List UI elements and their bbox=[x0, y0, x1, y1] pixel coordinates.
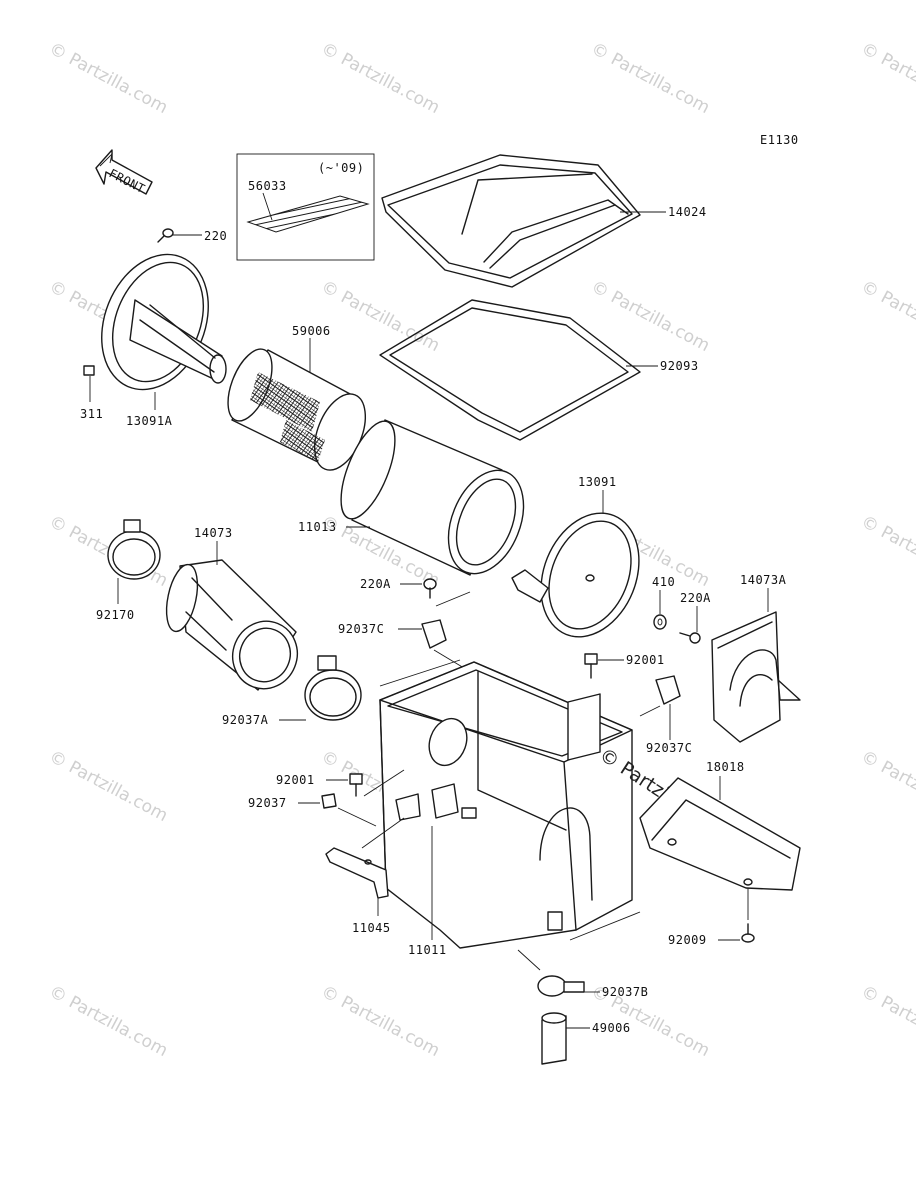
label-18018: 18018 bbox=[706, 760, 745, 774]
part-92037B-icon bbox=[517, 949, 600, 997]
part-311-icon bbox=[83, 365, 95, 402]
part-220-icon bbox=[157, 228, 202, 243]
label-220: 220 bbox=[204, 229, 227, 243]
part-11013-icon bbox=[340, 419, 525, 576]
watermark: © Partzilla.com bbox=[858, 982, 916, 1061]
label-13091A: 13091A bbox=[126, 414, 173, 428]
label-11011: 11011 bbox=[408, 943, 447, 957]
part-92170-icon bbox=[107, 519, 161, 604]
label-92001-mid: 92001 bbox=[276, 773, 315, 787]
part-18018-icon bbox=[639, 776, 801, 891]
label-49006: 49006 bbox=[592, 1021, 631, 1035]
part-92037C-right-icon bbox=[639, 675, 681, 740]
label-92009: 92009 bbox=[668, 933, 707, 947]
watermark: © Partzilla.com bbox=[858, 277, 916, 356]
part-11045-icon bbox=[325, 817, 405, 916]
front-arrow-icon: FRONT bbox=[95, 149, 153, 196]
inset-box: (~'09) 56033 bbox=[236, 153, 375, 261]
part-14073-icon bbox=[165, 541, 298, 691]
label-11013: 11013 bbox=[298, 520, 337, 534]
part-220A-left-icon bbox=[400, 578, 471, 607]
part-14024-icon bbox=[381, 154, 666, 288]
watermark: © Partzilla.com bbox=[318, 982, 443, 1061]
label-11045: 11045 bbox=[352, 921, 391, 935]
label-92037C-left: 92037C bbox=[338, 622, 384, 636]
watermark: © Partzilla.com bbox=[318, 39, 443, 118]
label-220A-left: 220A bbox=[360, 577, 391, 591]
label-56033: 56033 bbox=[248, 179, 287, 193]
part-410-icon bbox=[653, 590, 667, 630]
watermark: © Partzilla.com bbox=[858, 39, 916, 118]
watermark: © Partzilla.com bbox=[46, 982, 171, 1061]
watermark: © Partzilla.com bbox=[588, 39, 713, 118]
label-13091: 13091 bbox=[578, 475, 617, 489]
part-92037-icon bbox=[298, 793, 377, 827]
label-14024: 14024 bbox=[668, 205, 707, 219]
label-59006: 59006 bbox=[292, 324, 331, 338]
diagram-code: E1130 bbox=[760, 133, 799, 147]
part-92037A-icon bbox=[279, 655, 362, 721]
part-13091-icon bbox=[511, 490, 640, 638]
watermark: © Partzilla.com bbox=[858, 747, 916, 826]
label-92093: 92093 bbox=[660, 359, 699, 373]
inset-note: (~'09) bbox=[318, 161, 364, 175]
part-92037C-left-icon bbox=[398, 619, 465, 669]
part-92093-icon bbox=[379, 299, 658, 441]
watermark: © Partzilla.com bbox=[46, 39, 171, 118]
label-92037: 92037 bbox=[248, 796, 287, 810]
label-92037B: 92037B bbox=[602, 985, 648, 999]
part-220A-right-icon bbox=[679, 606, 701, 644]
watermark: © Partzilla.com bbox=[318, 277, 443, 356]
part-49006-icon bbox=[541, 1012, 590, 1065]
part-92009-icon bbox=[718, 888, 755, 943]
part-92001-mid-icon bbox=[326, 769, 405, 797]
watermark: © Partzilla.com bbox=[588, 277, 713, 356]
label-14073: 14073 bbox=[194, 526, 233, 540]
part-14073A-icon bbox=[711, 588, 801, 743]
part-11011-icon bbox=[379, 659, 641, 949]
label-311: 311 bbox=[80, 407, 103, 421]
watermark: © Partzilla.com bbox=[46, 747, 171, 826]
label-410: 410 bbox=[652, 575, 675, 589]
part-92001-top-icon bbox=[584, 653, 624, 679]
part-56033-icon bbox=[246, 195, 370, 233]
label-92037A: 92037A bbox=[222, 713, 269, 727]
label-92170: 92170 bbox=[96, 608, 135, 622]
label-14073A: 14073A bbox=[740, 573, 787, 587]
watermark: © Partzilla.com bbox=[858, 512, 916, 591]
part-59006-icon bbox=[227, 338, 367, 471]
label-92037C-right: 92037C bbox=[646, 741, 692, 755]
label-92001-top: 92001 bbox=[626, 653, 665, 667]
part-13091A-icon bbox=[101, 253, 227, 410]
label-220A-right: 220A bbox=[680, 591, 711, 605]
